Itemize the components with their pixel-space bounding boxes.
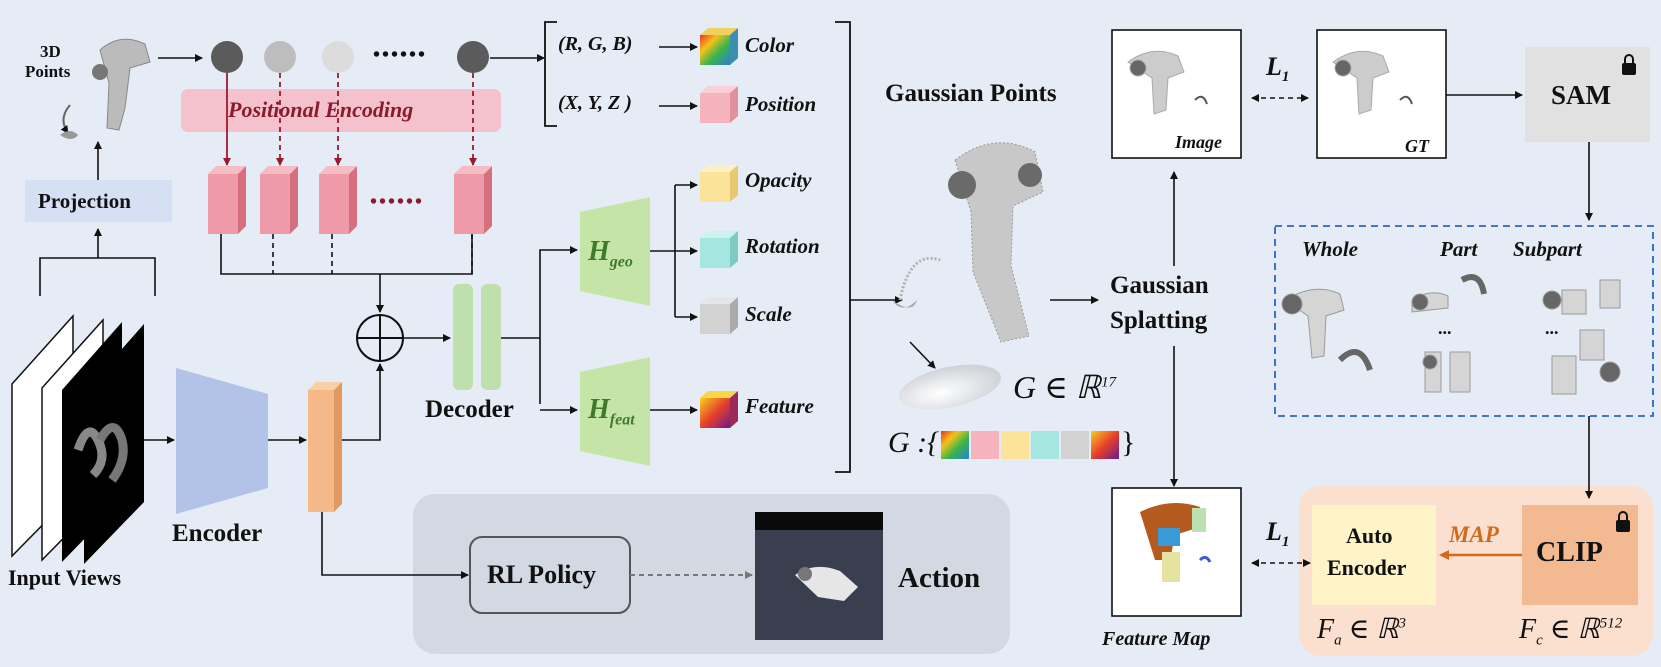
g-eq: G ∈ ℝ — [1013, 369, 1102, 405]
encoder-label: Encoder — [172, 520, 263, 547]
part-label: Part — [1440, 237, 1478, 261]
map-label: MAP — [1449, 522, 1499, 547]
h-geo-label: Hgeo — [588, 236, 633, 272]
h-geo-sub: geo — [609, 253, 633, 271]
l1-main-b: L — [1266, 517, 1282, 546]
pe-tokens — [208, 166, 492, 234]
sam-box — [1525, 47, 1650, 142]
decoder-block — [453, 284, 501, 390]
lock-icon — [1616, 511, 1630, 532]
subpart-ellipsis: ... — [1545, 318, 1559, 338]
feature-vector — [308, 382, 342, 512]
gt-label: GT — [1405, 136, 1429, 156]
points-label-2: Points — [25, 62, 71, 81]
color-cube-icon — [700, 28, 738, 65]
rotation-label: Rotation — [745, 234, 820, 258]
position-label: Position — [745, 92, 817, 116]
h-feat-sub: feat — [609, 411, 635, 429]
robot-arm-icon — [60, 38, 151, 139]
projection-label: Projection — [38, 189, 131, 213]
feature-cube — [700, 391, 738, 428]
fc-dim: 512 — [1599, 615, 1623, 632]
auto-encoder-box — [1312, 505, 1436, 605]
l1-label-bottom: L1 — [1266, 517, 1289, 551]
g-dimension: G ∈ ℝ17 — [1013, 368, 1116, 406]
clip-label: CLIP — [1536, 537, 1603, 568]
h-feat-main: H — [588, 394, 610, 425]
h-geo-head — [580, 197, 650, 306]
points-label-1: 3D — [40, 42, 61, 61]
action-label: Action — [898, 562, 981, 594]
g-dim: 17 — [1101, 374, 1117, 391]
point-circles — [211, 41, 489, 73]
h-feat-label: Hfeat — [588, 394, 635, 430]
g-set-prefix: G :{ — [888, 426, 940, 459]
fc-main: F — [1519, 614, 1537, 645]
scale-cube — [700, 297, 738, 334]
g-attribute-strip — [941, 431, 1119, 459]
whole-label: Whole — [1302, 237, 1359, 261]
encoder-block — [176, 368, 268, 514]
pe-band — [181, 89, 501, 132]
projection-box — [25, 180, 172, 222]
opacity-label: Opacity — [745, 168, 812, 192]
position-cube — [700, 86, 738, 123]
rendered-image-box — [1111, 29, 1242, 159]
color-label: Color — [745, 33, 795, 57]
decoder-label: Decoder — [425, 396, 514, 423]
part-ellipsis: ... — [1438, 318, 1452, 338]
image-label: Image — [1175, 132, 1222, 152]
fa-eq: ∈ ℝ — [1348, 614, 1399, 645]
fc-eq: ∈ ℝ — [1549, 614, 1600, 645]
points-ellipsis: •••••• — [373, 44, 428, 66]
segments-box — [1274, 225, 1654, 417]
gt-image-box — [1316, 29, 1447, 159]
feature-label: Feature — [745, 394, 814, 418]
l1-sub-b: 1 — [1281, 534, 1290, 551]
scale-label: Scale — [745, 302, 792, 326]
lock-icon — [1622, 54, 1636, 75]
gaussian-splatting-line2: Splatting — [1110, 307, 1208, 334]
gaussian-ellipse — [898, 364, 1002, 410]
fa-sub: a — [1334, 632, 1342, 649]
rl-policy-label: RL Policy — [487, 560, 597, 589]
auto-encoder-line1: Auto — [1346, 523, 1393, 548]
fa-dimension: Fa ∈ ℝ3 — [1317, 612, 1406, 650]
feature-map-label: Feature Map — [1102, 628, 1211, 650]
g-set-suffix: } — [1121, 426, 1136, 459]
opacity-cube — [700, 165, 738, 202]
fc-dimension: Fc ∈ ℝ512 — [1519, 612, 1622, 650]
gaussian-splatting-line1: Gaussian — [1110, 272, 1209, 299]
subpart-label: Subpart — [1513, 237, 1582, 261]
sam-label: SAM — [1551, 80, 1611, 110]
gaussian-points-cloud — [892, 142, 1044, 343]
h-geo-main: H — [588, 236, 610, 267]
fa-dim: 3 — [1398, 615, 1407, 632]
input-views-label: Input Views — [8, 565, 122, 590]
xyz-label: (X, Y, Z ) — [558, 92, 632, 114]
h-feat-head — [580, 357, 650, 466]
positional-encoding-label: Positional Encoding — [228, 97, 414, 122]
rotation-cube — [700, 231, 738, 268]
fc-sub: c — [1536, 632, 1543, 649]
l1-sub: 1 — [1281, 69, 1290, 86]
rgb-label: (R, G, B) — [558, 33, 633, 55]
l1-main: L — [1266, 52, 1282, 81]
plus-circle-icon — [356, 314, 404, 362]
fa-main: F — [1317, 614, 1335, 645]
l1-label-top: L1 — [1266, 52, 1289, 86]
auto-encoder-line2: Encoder — [1327, 555, 1407, 580]
input-views — [11, 314, 144, 564]
feature-map-render — [1140, 503, 1212, 582]
tokens-ellipsis: •••••• — [370, 191, 425, 213]
gaussian-points-label: Gaussian Points — [885, 80, 1057, 107]
